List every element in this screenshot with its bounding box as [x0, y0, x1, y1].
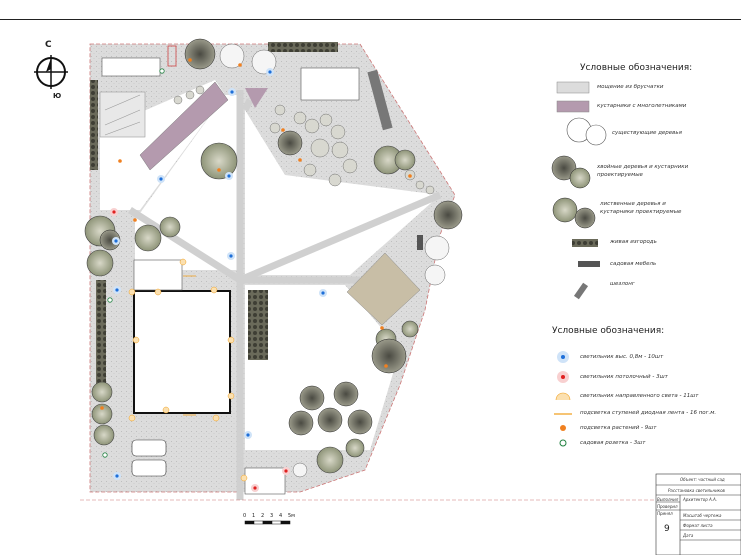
scale-tick-2: 2: [261, 513, 265, 519]
frame-top-line: [0, 19, 741, 20]
tb-object: Объект: частный сад: [680, 477, 725, 482]
existing-trees: [219, 43, 450, 478]
deck: [346, 252, 421, 326]
legend2-item-socket: садовая розетка - 3шт: [580, 440, 646, 446]
compass-rose: [34, 55, 68, 89]
legend2-item-tall-light: светильник выс. 0,8м - 10шт: [580, 354, 664, 360]
tb-row-2: Проверил: [657, 504, 678, 509]
conifers: [99, 38, 463, 436]
lights-tall: [112, 68, 327, 480]
compass-north-label: С: [45, 40, 52, 50]
scale-tick-3: 3: [270, 513, 274, 519]
lawn-right: [245, 285, 400, 450]
garden-sockets: [102, 68, 165, 458]
legend2-title: Условные обозначения:: [552, 326, 665, 336]
legend1-item-existing-trees: существующие деревья: [612, 130, 682, 136]
shrub-bed-top: [245, 88, 268, 108]
pergola: [99, 91, 146, 138]
deciduous-trees: [84, 142, 419, 474]
shrub-clusters: [173, 85, 435, 195]
house: [133, 290, 231, 414]
shed-right: [300, 67, 360, 101]
legend1-item-shrubs: кустарники с многолетниками: [597, 103, 687, 109]
legend1-title: Условные обозначения:: [580, 63, 693, 73]
garden-furniture: [417, 235, 423, 250]
legend1-item-furniture: садовая мебель: [610, 261, 657, 267]
scale-bar: [244, 520, 291, 525]
lights-directional: [128, 258, 248, 482]
legend2-item-step-led: подсветка ступеней диодная лента - 16 по…: [580, 410, 717, 416]
title-block: [80, 473, 741, 555]
lawn-center: [245, 110, 440, 275]
shed-left: [101, 57, 161, 77]
scale-tick-1: 1: [252, 513, 256, 519]
legend1-item-deciduous: лиственные деревья и кустарники проектир…: [600, 201, 682, 215]
lights-ceiling: [110, 208, 290, 492]
tb-sheet-number: 9: [664, 524, 670, 534]
garage: [244, 467, 286, 495]
cars: [131, 439, 167, 477]
raised-bed-red: [167, 45, 177, 67]
paths: [128, 90, 442, 500]
scale-tick-5: 5м: [288, 513, 295, 519]
legend1-item-hedge: живая изгородь: [610, 239, 657, 245]
scale-tick-4: 4: [279, 513, 283, 519]
tb-right-2: Формат листа: [683, 523, 713, 528]
lights-plants: [100, 58, 412, 410]
chaise: [367, 69, 393, 131]
legend2-item-ceiling-light: светильник потолочный - 3шт: [580, 374, 668, 380]
tb-right-3: Дата: [683, 533, 694, 538]
legend2-symbols: [554, 351, 572, 447]
compass-south-label: Ю: [53, 92, 62, 100]
legend2-item-plant-light: подсветка растений - 9шт: [580, 425, 657, 431]
tb-right-1: Масштаб чертежа: [683, 513, 722, 518]
hedges: [90, 42, 338, 400]
legend1-item-conifers: хвойные деревья и кустарники проектируем…: [597, 164, 689, 178]
tb-row-3: Принял: [657, 511, 673, 516]
legend1-symbols: [551, 81, 607, 300]
legend1-item-paving: мощение из брусчатки: [597, 84, 664, 90]
terrace: [133, 259, 183, 291]
shrub-bed-diagonal: [139, 81, 229, 171]
tb-sheet-title: Расстановка светильников: [668, 488, 725, 493]
legend1-item-chaise: шезлонг: [610, 281, 635, 287]
tb-row-1: Выполнил: [657, 497, 679, 502]
scale-tick-0: 0: [243, 513, 247, 519]
tb-author: Архитектор А.А.: [683, 497, 718, 502]
legend2-item-directional-light: светильник направленного света - 11шт: [580, 393, 699, 399]
